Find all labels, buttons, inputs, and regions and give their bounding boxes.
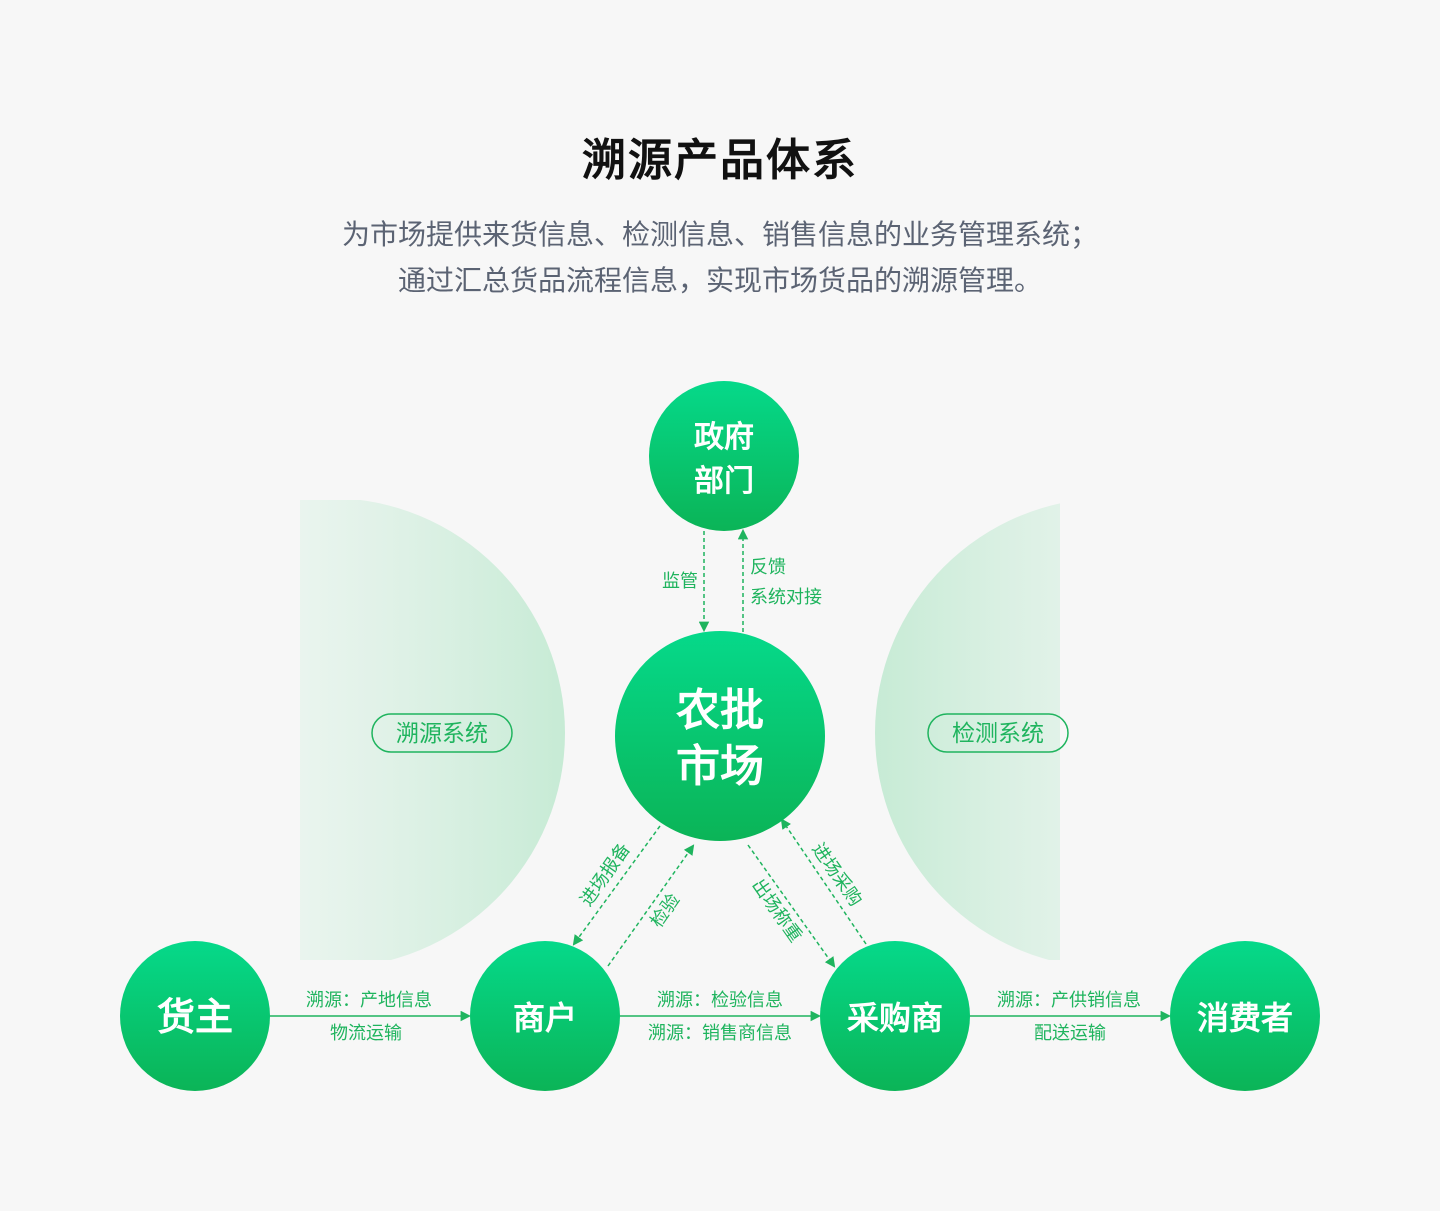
label-merchant-buyer-bottom: 溯源：销售商信息 bbox=[648, 1023, 792, 1044]
node-merchant: 商户 bbox=[470, 941, 620, 1091]
node-owner: 货主 bbox=[120, 941, 270, 1091]
edge-entry-report bbox=[572, 825, 661, 946]
node-owner-label: 货主 bbox=[157, 995, 233, 1039]
node-merchant-label: 商户 bbox=[513, 999, 577, 1037]
edge-entry-purchase bbox=[780, 818, 867, 945]
node-market-line2: 市场 bbox=[676, 741, 764, 792]
label-inspection: 检验 bbox=[647, 890, 685, 932]
label-entry-purchase: 进场采购 bbox=[807, 839, 865, 910]
label-feedback: 反馈 bbox=[750, 557, 786, 578]
edge-inspection bbox=[607, 844, 695, 967]
label-merchant-buyer-top: 溯源：检验信息 bbox=[657, 990, 783, 1011]
label-buyer-consumer-top: 溯源：产供销信息 bbox=[997, 990, 1141, 1011]
node-buyer-label: 采购商 bbox=[847, 999, 943, 1037]
label-buyer-consumer-bottom: 配送运输 bbox=[1034, 1023, 1106, 1044]
inspection-system-label: 检测系统 bbox=[952, 721, 1044, 747]
inspection-system-pill: 检测系统 bbox=[927, 713, 1069, 753]
edge-exit-weighing bbox=[747, 844, 836, 968]
traceability-system-pill: 溯源系统 bbox=[371, 713, 513, 753]
halo-left bbox=[300, 500, 565, 960]
page-title: 溯源产品体系 bbox=[582, 135, 858, 186]
node-consumer-label: 消费者 bbox=[1197, 999, 1293, 1037]
node-market-line1: 农批 bbox=[676, 685, 764, 736]
halo-right bbox=[875, 503, 1060, 960]
node-government: 政府 部门 bbox=[649, 381, 799, 531]
node-consumer: 消费者 bbox=[1170, 941, 1320, 1091]
subtitle-line-1: 为市场提供来货信息、检测信息、销售信息的业务管理系统； bbox=[341, 218, 1098, 251]
label-owner-merchant-bottom: 物流运输 bbox=[330, 1023, 402, 1044]
subtitle-line-2: 通过汇总货品流程信息，实现市场货品的溯源管理。 bbox=[397, 264, 1042, 297]
node-buyer: 采购商 bbox=[820, 941, 970, 1091]
page-subtitle: 为市场提供来货信息、检测信息、销售信息的业务管理系统； 通过汇总货品流程信息，实… bbox=[0, 212, 1440, 304]
label-owner-merchant-top: 溯源：产地信息 bbox=[306, 990, 432, 1011]
node-government-line2: 部门 bbox=[694, 464, 754, 499]
traceability-system-label: 溯源系统 bbox=[396, 721, 488, 747]
node-government-line1: 政府 bbox=[694, 420, 754, 455]
node-market: 农批 市场 bbox=[615, 631, 825, 841]
label-supervise: 监管 bbox=[662, 571, 698, 592]
label-system-docking: 系统对接 bbox=[750, 587, 822, 608]
